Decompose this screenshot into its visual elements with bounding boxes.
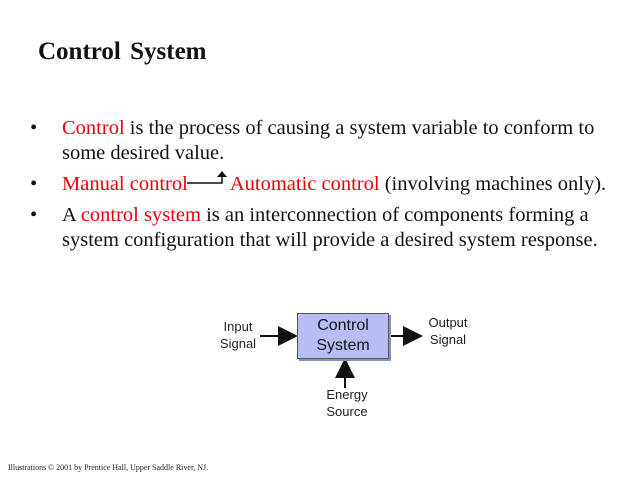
- output-signal-label: Output Signal: [428, 315, 468, 347]
- input-signal-label: Input Signal: [219, 319, 257, 351]
- bullet-dot-icon: •: [30, 204, 38, 226]
- bullet-3-red-term: control system: [80, 204, 201, 226]
- right-arrow-icon: [186, 171, 230, 192]
- control-system-label-line1: Control: [317, 317, 369, 334]
- control-system-block: Control System: [297, 313, 389, 359]
- bullet-2-red-term-2: Automatic control: [229, 173, 380, 195]
- bullet-list: • Control is the process of causing a sy…: [30, 116, 625, 259]
- bullet-item-1: • Control is the process of causing a sy…: [30, 116, 625, 166]
- bullet-dot-icon: •: [30, 117, 38, 139]
- bullet-2-red-term: Manual control: [62, 173, 188, 195]
- bullet-1-text: is the process of causing a system varia…: [62, 117, 595, 164]
- bullet-dot-icon: •: [30, 173, 38, 195]
- control-system-label-line2: System: [316, 337, 370, 354]
- bullet-1-red-term: Control: [62, 117, 125, 139]
- bullet-3-prefix: A: [62, 204, 81, 226]
- bullet-2-text: (involving machines only).: [379, 173, 607, 195]
- energy-source-label: Energy Source: [326, 387, 368, 419]
- slide-title: Control System: [38, 38, 207, 65]
- bullet-3-text: is an interconnection of components form…: [62, 204, 598, 251]
- bullet-item-2: • Manual control Automatic control (invol…: [30, 171, 625, 197]
- bullet-item-3: • A control system is an interconnection…: [30, 203, 625, 253]
- footer-illustrations: Illustrations: [8, 463, 47, 472]
- footer-copyright: © 2001 by Prentice Hall, Upper Saddle Ri…: [48, 463, 209, 472]
